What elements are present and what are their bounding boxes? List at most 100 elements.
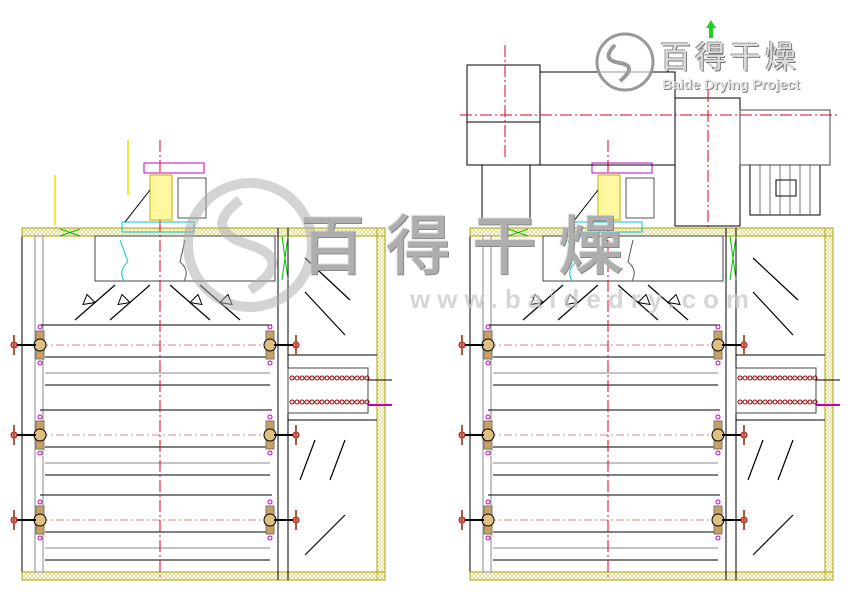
coil-fin	[329, 375, 335, 381]
damper	[281, 235, 289, 281]
coil-fin	[344, 375, 350, 381]
coil-fin	[747, 375, 753, 381]
bearing	[715, 414, 721, 420]
fan-bearing-frame	[739, 109, 831, 166]
logo-english: Baide Drying Project	[662, 76, 800, 92]
bearing	[485, 450, 491, 456]
coil-fin	[319, 399, 325, 405]
bearing	[37, 450, 43, 456]
coil-fin	[314, 399, 320, 405]
logo-s	[606, 43, 631, 83]
coil-fin	[762, 375, 768, 381]
bearing	[37, 324, 43, 330]
support-line	[124, 189, 151, 223]
air-plenum	[542, 235, 724, 282]
bearing	[485, 324, 491, 330]
bearing	[715, 324, 721, 330]
arrow-head	[188, 293, 203, 306]
gear-reducer	[149, 174, 173, 221]
airflow-arrow	[777, 439, 794, 481]
logo-arrow	[706, 20, 716, 38]
bearing	[267, 499, 273, 505]
coil-fin	[802, 375, 808, 381]
bearing	[37, 414, 43, 420]
coil-fin	[294, 399, 300, 405]
heater-coil	[287, 367, 369, 414]
coil-fin	[334, 375, 340, 381]
right-elevation	[458, 45, 840, 581]
left-wall	[34, 235, 44, 573]
airflow-arrow	[752, 291, 794, 336]
coil-fin	[737, 399, 743, 405]
support-line	[572, 189, 599, 223]
coil-fin	[797, 399, 803, 405]
coil-fin	[349, 375, 355, 381]
coil-fin	[324, 399, 330, 405]
coil-fin	[752, 399, 758, 405]
coil-fin	[304, 399, 310, 405]
watermark-logo	[183, 178, 317, 312]
coil-fin	[354, 375, 360, 381]
bearing	[715, 450, 721, 456]
logo-mark	[595, 20, 716, 92]
coil-fin	[762, 399, 768, 405]
coil-fin	[319, 375, 325, 381]
coil-fin	[752, 375, 758, 381]
coil-fin	[737, 375, 743, 381]
coil-fin	[782, 399, 788, 405]
nozzle-right	[627, 239, 635, 282]
coil-fin	[772, 375, 778, 381]
coil-fin	[354, 399, 360, 405]
coil-fin	[299, 399, 305, 405]
motor-terminal-box	[775, 179, 797, 197]
coil-fin	[767, 375, 773, 381]
coil-fin	[294, 375, 300, 381]
heater-coil	[735, 367, 817, 414]
coil-fin	[289, 375, 295, 381]
gear-reducer	[597, 174, 621, 221]
coil-fin	[792, 375, 798, 381]
coil-fin	[747, 399, 753, 405]
coil-fin	[797, 375, 803, 381]
coil-fin	[339, 399, 345, 405]
arrow-head	[82, 293, 97, 306]
airflow-arrow	[747, 439, 764, 481]
coil-fin	[777, 375, 783, 381]
coil-fin	[782, 375, 788, 381]
bearing	[267, 324, 273, 330]
bearing	[485, 360, 491, 366]
coil-fin	[309, 399, 315, 405]
bearing	[485, 414, 491, 420]
bearing	[715, 360, 721, 366]
bearing	[37, 499, 43, 505]
airflow-arrow	[752, 514, 794, 556]
coil-fin	[777, 399, 783, 405]
coil-fin	[802, 399, 808, 405]
coil-fin	[757, 399, 763, 405]
arrow-head	[636, 293, 651, 306]
coil-fin	[349, 399, 355, 405]
watermark-s	[217, 196, 278, 295]
watermark-circle	[183, 178, 317, 312]
coil-fin	[787, 375, 793, 381]
coil-fin	[742, 375, 748, 381]
coil-fin	[807, 399, 813, 405]
arrow-head	[530, 293, 545, 306]
coil-fin	[812, 399, 818, 405]
left-elevation	[10, 140, 392, 581]
bearing	[267, 414, 273, 420]
coil-fin	[324, 375, 330, 381]
nozzle-left	[119, 239, 129, 282]
airflow-arrow	[304, 514, 346, 556]
bearing	[37, 535, 43, 541]
arrow-head	[565, 293, 580, 306]
coil-fin	[364, 375, 370, 381]
damper	[507, 228, 529, 237]
coil-fin	[767, 399, 773, 405]
coil-fin	[339, 375, 345, 381]
nozzle-right	[179, 239, 187, 282]
fan-motor	[749, 164, 821, 216]
bottom-insulation	[21, 571, 386, 581]
bearing	[37, 360, 43, 366]
